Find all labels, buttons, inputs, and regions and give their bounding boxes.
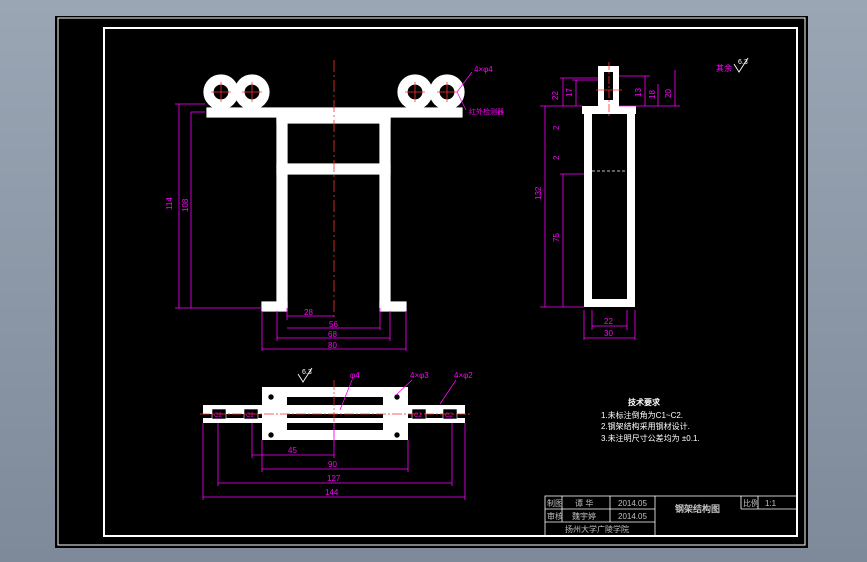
svg-text:C2: C2: [246, 413, 254, 419]
svg-text:C2: C2: [414, 413, 422, 419]
front-top-plate: [206, 107, 463, 118]
top-dim-labels: 45 90 127 144 φ4 4×φ3 4×φ2: [288, 371, 473, 497]
top-cx-labels: C2 C2 C2 C2: [214, 413, 453, 419]
wheel-note-label: 红外检测器: [469, 107, 504, 116]
top-frame-left: [262, 387, 287, 440]
top-roughness-value: 6.3: [302, 369, 312, 376]
dim-side-75: 75: [552, 233, 561, 242]
wheel-hole-label: 4×φ4: [474, 65, 493, 74]
dim-side-18: 18: [648, 90, 657, 99]
tb-drawn-date: 2014.05: [618, 499, 647, 508]
top-frame-upper: [262, 387, 408, 397]
tb-drawn-role: 制图: [547, 498, 563, 508]
front-dim-labels: 114 108 28 56 68 80 4×φ4 红外检测器: [165, 65, 504, 350]
side-view: [582, 62, 636, 307]
wheel-crosshairs: [211, 82, 457, 102]
title-block-text: 制图 谭 华 2014.05 审核 魏宇婷 2014.05 扬州大学广陵学院 钢…: [547, 498, 777, 534]
drawing-sheet: [55, 16, 808, 548]
front-top-beam: [276, 116, 391, 124]
roughness-symbol-icon: [733, 57, 749, 73]
tb-review-name: 魏宇婷: [572, 511, 596, 521]
side-bottom: [584, 299, 635, 307]
dim-side-2a: 2: [552, 125, 561, 130]
dim-side-13: 13: [634, 88, 643, 97]
sheet-outer-border: [57, 17, 806, 546]
hole-phi4-label: φ4: [350, 371, 360, 380]
front-left-leg: [276, 116, 288, 308]
hole-4phi3-label: 4×φ3: [410, 371, 429, 380]
tb-scale-value: 1:1: [765, 499, 777, 508]
tb-drawing-name: 钢架结构图: [675, 503, 720, 514]
tech-req-item-3: 3.未注明尺寸公差均为 ±0.1.: [601, 433, 700, 443]
tech-req-item-1: 1.未标注倒角为C1~C2.: [601, 410, 683, 420]
dim-side-20: 20: [664, 89, 673, 98]
other-roughness: 其余 6.3: [716, 57, 749, 73]
tb-review-date: 2014.05: [618, 512, 647, 521]
front-view: [203, 74, 465, 312]
front-right-foot: [379, 301, 407, 312]
sheet-inner-border: [103, 27, 798, 537]
other-roughness-label: 其余: [716, 63, 732, 73]
title-block: [544, 495, 798, 537]
tb-drawn-name: 谭 华: [575, 498, 593, 508]
dim-side-132: 132: [534, 186, 543, 200]
tb-scale-label: 比例: [743, 498, 759, 508]
svg-text:C2: C2: [445, 413, 453, 419]
tech-req-title: 技术要求: [628, 397, 661, 407]
tb-school: 扬州大学广陵学院: [565, 524, 629, 534]
dim-90: 90: [328, 460, 337, 469]
top-dimensions: [202, 379, 466, 500]
dim-80: 80: [328, 341, 337, 350]
front-left-foot: [261, 301, 288, 312]
dim-144: 144: [325, 488, 339, 497]
dim-56: 56: [329, 320, 338, 329]
svg-text:C2: C2: [214, 413, 222, 419]
dim-side-17: 17: [565, 88, 574, 97]
side-dimensions: [540, 70, 680, 340]
dim-side-22-top: 22: [551, 91, 560, 100]
top-roughness: 6.3: [297, 367, 313, 383]
tech-requirements: 技术要求 1.未标注倒角为C1~C2. 2.钢架结构采用钢材设计. 3.未注明尺…: [601, 397, 700, 443]
side-right-wall: [627, 114, 635, 305]
side-dim-labels: 22 17 13 18 20 132 75 2 2 22 30: [534, 88, 673, 338]
top-frame-lower: [262, 430, 408, 440]
front-right-leg: [379, 116, 391, 308]
dim-side-30: 30: [604, 329, 613, 338]
hole-4phi2-label: 4×φ2: [454, 371, 473, 380]
dim-side-2b: 2: [552, 155, 561, 160]
side-top-bracket-inner: [604, 72, 613, 100]
dim-127: 127: [327, 474, 341, 483]
front-dimensions: [175, 71, 473, 351]
dim-side-22-bottom: 22: [604, 317, 613, 326]
dim-108: 108: [181, 198, 190, 212]
top-view: C2 C2 C2 C2: [200, 380, 470, 446]
tb-review-role: 审核: [547, 511, 563, 521]
dim-114: 114: [165, 197, 174, 210]
other-roughness-value: 6.3: [738, 59, 748, 66]
side-left-wall: [584, 114, 592, 305]
roughness-symbol-icon: [297, 367, 313, 383]
dim-68: 68: [328, 330, 337, 339]
dim-45: 45: [288, 446, 297, 455]
front-mid-beam: [276, 163, 391, 175]
dim-28: 28: [304, 308, 313, 317]
tech-req-item-2: 2.钢架结构采用钢材设计.: [601, 421, 690, 431]
